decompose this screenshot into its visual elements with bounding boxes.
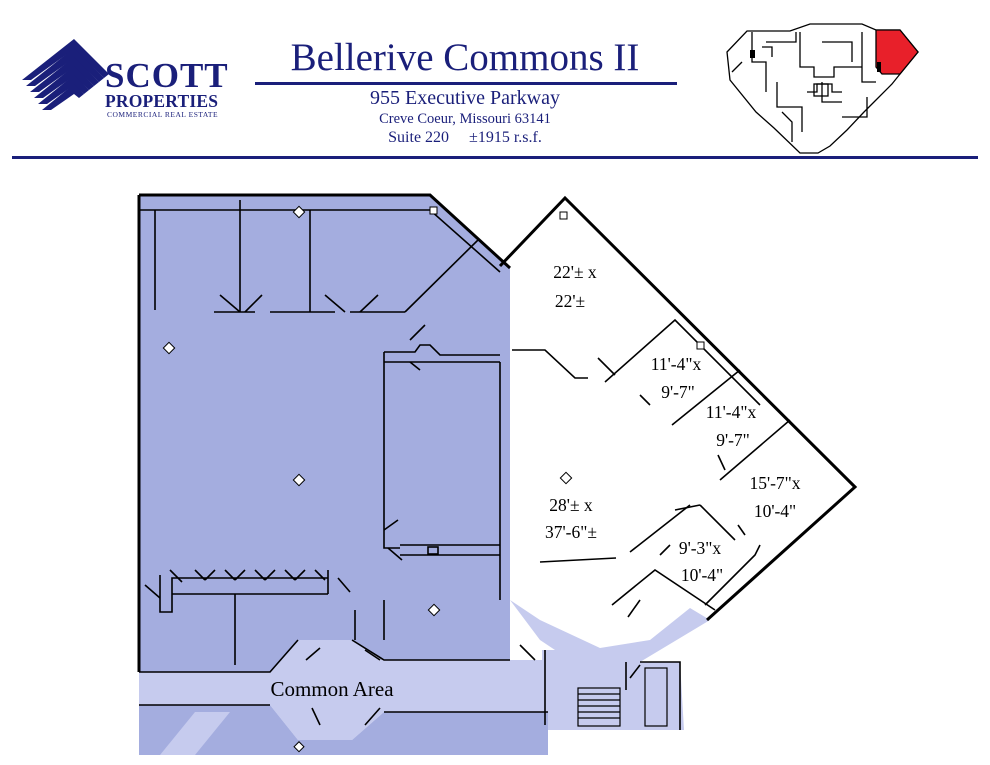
room-3-label: 11'-4"x 9'-7" bbox=[706, 402, 757, 450]
column-markers bbox=[162, 205, 705, 753]
svg-text:9'-7": 9'-7" bbox=[716, 430, 750, 450]
key-plan-map bbox=[726, 23, 919, 154]
svg-text:22'± x: 22'± x bbox=[553, 262, 597, 282]
interior-walls bbox=[139, 200, 791, 730]
stairs-icon bbox=[577, 667, 668, 727]
room-4-label: 15'-7"x 10'-4" bbox=[749, 473, 800, 521]
logo-sub: PROPERTIES bbox=[105, 91, 219, 111]
svg-text:15'-7"x: 15'-7"x bbox=[749, 473, 800, 493]
corridor-walls bbox=[139, 639, 548, 726]
svg-text:37'-6"±: 37'-6"± bbox=[545, 522, 597, 542]
suite-number: Suite 220 bbox=[388, 129, 450, 146]
svg-text:10'-4": 10'-4" bbox=[754, 501, 796, 521]
room-1-label: 22'± x 22'± bbox=[553, 262, 597, 311]
suite-info: Suite 220 ±1915 r.s.f. bbox=[255, 129, 675, 147]
svg-text:9'-7": 9'-7" bbox=[661, 382, 695, 402]
page-title: Bellerive Commons II bbox=[290, 36, 640, 79]
scott-properties-logo-icon bbox=[22, 39, 109, 110]
svg-text:22'±: 22'± bbox=[555, 291, 585, 311]
header-divider bbox=[12, 156, 978, 159]
logo-name: SCOTT bbox=[105, 56, 229, 95]
suite-area: ±1915 r.s.f. bbox=[469, 129, 542, 146]
common-area-label: Common Area bbox=[270, 677, 394, 701]
logo-tagline: COMMERCIAL REAL ESTATE bbox=[107, 110, 219, 119]
svg-text:10'-4": 10'-4" bbox=[681, 565, 723, 585]
room-6-label: 9'-3"x 10'-4" bbox=[679, 538, 723, 585]
room-5-label: 28'± x 37'-6"± bbox=[545, 495, 597, 542]
occupied-area bbox=[139, 195, 510, 672]
address-street: 955 Executive Parkway bbox=[370, 87, 560, 109]
common-area bbox=[139, 600, 710, 755]
header: SCOTT PROPERTIES COMMERCIAL REAL ESTATE … bbox=[0, 0, 990, 165]
svg-text:11'-4"x: 11'-4"x bbox=[706, 402, 757, 422]
title-underline bbox=[255, 82, 677, 85]
room-2-label: 11'-4"x 9'-7" bbox=[651, 354, 702, 402]
svg-text:9'-3"x: 9'-3"x bbox=[679, 538, 722, 558]
svg-text:11'-4"x: 11'-4"x bbox=[651, 354, 702, 374]
walls bbox=[137, 193, 858, 672]
svg-text:28'± x: 28'± x bbox=[549, 495, 593, 515]
address-city: Creve Coeur, Missouri 63141 bbox=[379, 111, 551, 127]
